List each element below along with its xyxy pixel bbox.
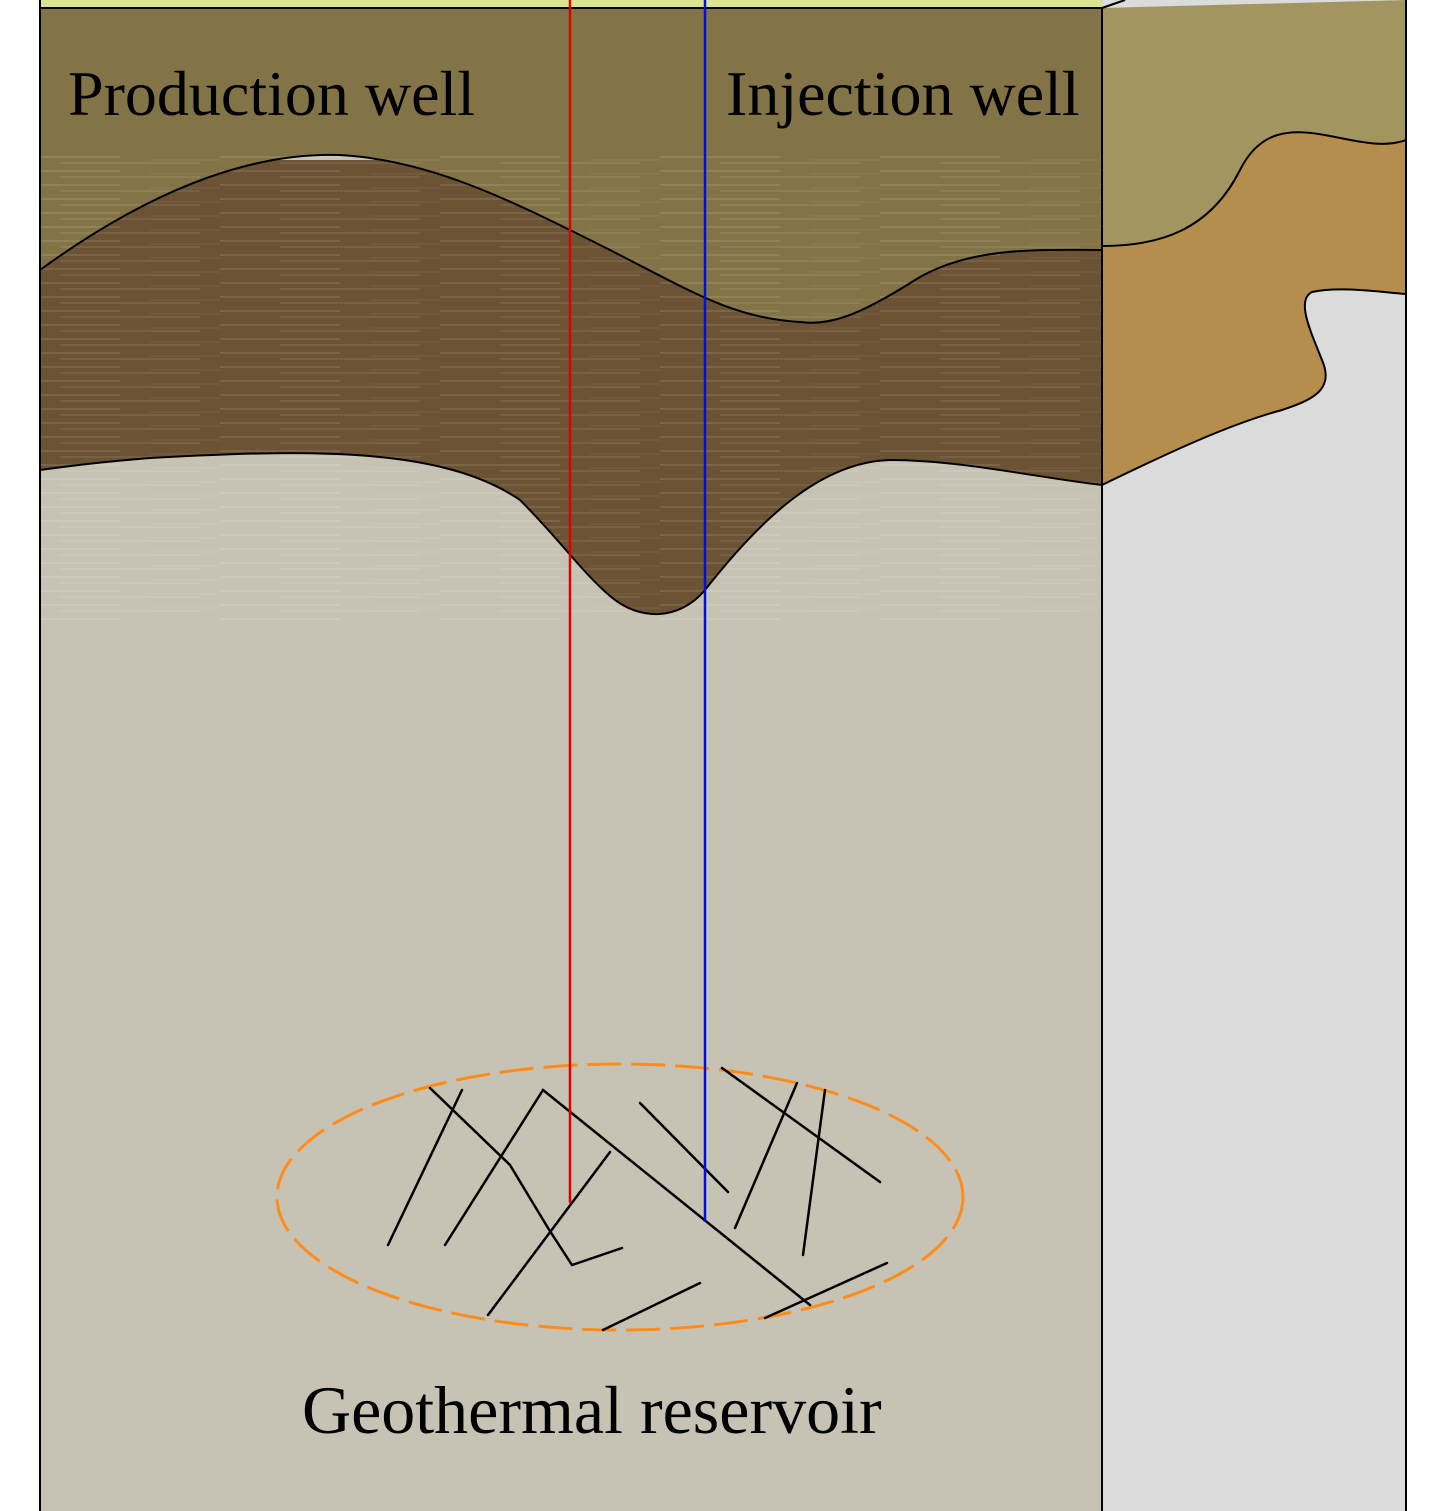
injection-well-label: Injection well bbox=[726, 62, 1080, 126]
geothermal-reservoir-label: Geothermal reservoir bbox=[302, 1376, 882, 1444]
production-well-label: Production well bbox=[68, 62, 475, 126]
